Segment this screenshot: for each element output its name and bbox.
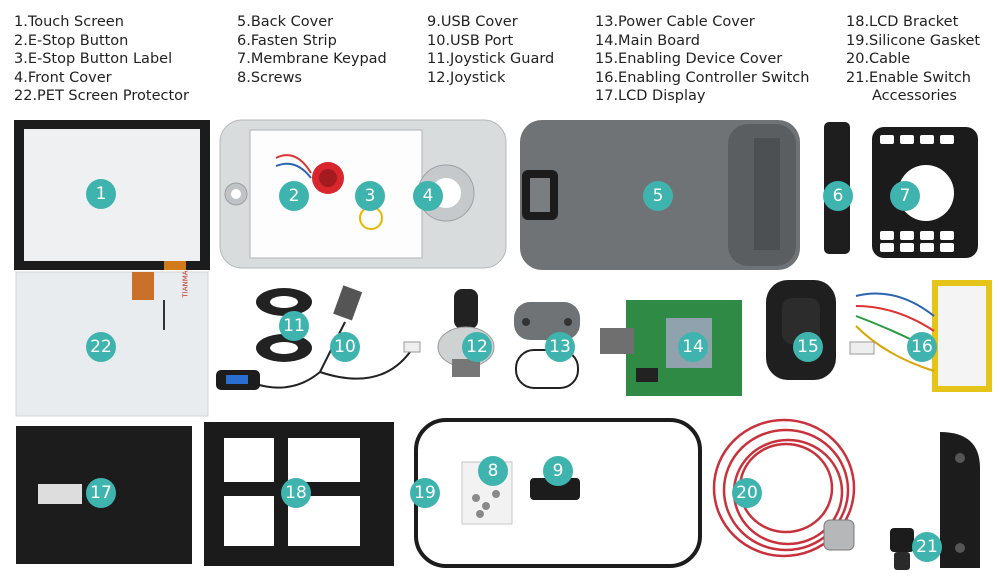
- legend-item: 14.Main Board: [595, 32, 700, 49]
- badge-6: 6: [823, 181, 853, 211]
- legend-item: 19.Silicone Gasket: [846, 32, 981, 49]
- legend-col-4: 13.Power Cable Cover 14.Main Board 15.En…: [595, 13, 809, 106]
- badge-5: 5: [643, 181, 673, 211]
- legend-item: 10.USB Port: [427, 32, 514, 49]
- badge-20: 20: [732, 478, 762, 508]
- legend-item: Accessories: [872, 88, 957, 105]
- legend-item: 13.Power Cable Cover: [595, 14, 755, 30]
- badge-4: 4: [413, 181, 443, 211]
- legend-item: 8.Screws: [237, 69, 302, 86]
- badge-9: 9: [543, 456, 573, 486]
- legend-item: 15.Enabling Device Cover: [595, 51, 783, 68]
- badge-14: 14: [678, 332, 708, 362]
- legend-item: 11.Joystick Guard: [427, 51, 555, 68]
- legend-item: 2.E-Stop Button: [14, 32, 129, 49]
- badge-8: 8: [478, 456, 508, 486]
- legend-col-5: 18.LCD Bracket 19.Silicone Gasket 20.Cab…: [846, 13, 980, 106]
- joystick-guard-illustration: [256, 288, 312, 362]
- badge-16: 16: [907, 332, 937, 362]
- badge-21: 21: [912, 532, 942, 562]
- legend-item: 20.Cable: [846, 51, 911, 68]
- legend-item: 1.Touch Screen: [14, 14, 124, 30]
- usb-cover-illustration: [530, 478, 580, 500]
- enabling-switch-illustration: [849, 280, 992, 392]
- membrane-keypad-illustration: [872, 127, 978, 258]
- badge-1: 1: [86, 179, 116, 209]
- legend-item: 9.USB Cover: [427, 14, 518, 30]
- tianma-label: TIANMA: [181, 270, 190, 298]
- badge-7: 7: [890, 181, 920, 211]
- enabling-device-cover-illustration: [766, 280, 836, 380]
- legend-col-1: 1.Touch Screen 2.E-Stop Button 3.E-Stop …: [14, 13, 189, 106]
- power-cable-cover-illustration: [514, 302, 580, 389]
- legend-col-2: 5.Back Cover 6.Fasten Strip 7.Membrane K…: [237, 13, 387, 87]
- legend-item: 5.Back Cover: [237, 14, 334, 30]
- legend-col-3: 9.USB Cover 10.USB Port 11.Joystick Guar…: [427, 13, 554, 87]
- badge-2: 2: [279, 181, 309, 211]
- legend-item: 17.LCD Display: [595, 88, 706, 105]
- badge-18: 18: [281, 478, 311, 508]
- badge-17: 17: [86, 478, 116, 508]
- badge-19: 19: [410, 478, 440, 508]
- legend-item: 4.Front Cover: [14, 69, 112, 86]
- legend-item: 18.LCD Bracket: [846, 14, 959, 30]
- legend-item: 12.Joystick: [427, 69, 506, 86]
- lcd-display-illustration: [16, 426, 192, 564]
- enable-switch-accessories-illustration: [890, 432, 980, 570]
- badge-12: 12: [462, 332, 492, 362]
- legend-item: 6.Fasten Strip: [237, 32, 337, 49]
- legend-item: 7.Membrane Keypad: [237, 51, 387, 68]
- cable-illustration: [712, 418, 856, 558]
- main-board-illustration: [600, 300, 742, 396]
- legend-item: 16.Enabling Controller Switch: [595, 69, 810, 86]
- badge-13: 13: [545, 332, 575, 362]
- legend-item: 22.PET Screen Protector: [14, 88, 189, 105]
- badge-3: 3: [355, 181, 385, 211]
- badge-10: 10: [330, 332, 360, 362]
- legend-item: 3.E-Stop Button Label: [14, 51, 173, 68]
- badge-15: 15: [793, 332, 823, 362]
- legend-item: 21.Enable Switch: [846, 69, 971, 86]
- badge-11: 11: [279, 311, 309, 341]
- badge-22: 22: [86, 332, 116, 362]
